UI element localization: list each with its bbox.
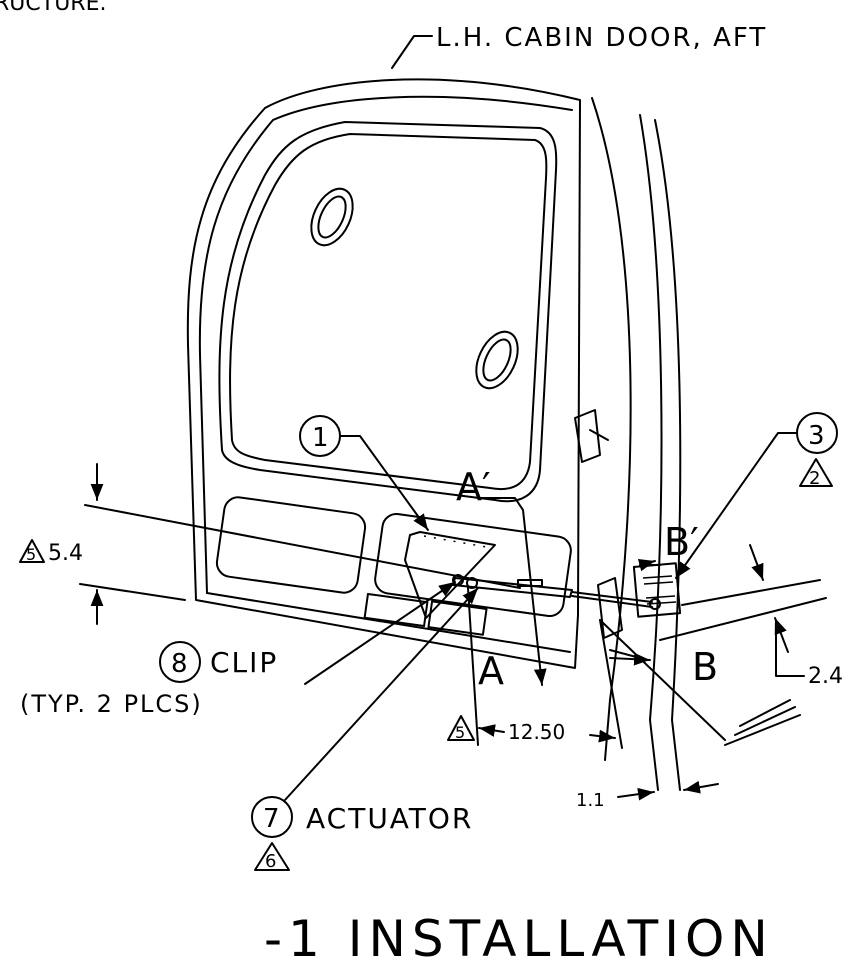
door-label: L.H. CABIN DOOR, AFT — [436, 23, 767, 53]
callout-7-leader — [284, 587, 479, 801]
dim-54-flag-num: 5 — [26, 545, 36, 564]
dim-54-flag — [19, 539, 45, 563]
hatch-2 — [734, 706, 796, 736]
lower-bracket-left — [363, 592, 429, 628]
section-line-b2-arrow — [609, 652, 651, 666]
dim-1250-ext-left — [467, 587, 479, 746]
lower-panel-right — [374, 512, 572, 618]
callout-3-num: 3 — [808, 421, 825, 451]
fuselage-curve-3 — [654, 119, 682, 791]
callout-8-circle — [159, 641, 201, 683]
callout-8-note: (TYP. 2 PLCS) — [20, 690, 203, 718]
actuator-rod — [571, 591, 653, 608]
callout-7-flag-num: 6 — [265, 851, 276, 872]
doubler-rivets — [423, 535, 493, 549]
dim-24-ext-top — [681, 579, 821, 606]
dim-11-arrow-r — [683, 780, 719, 794]
dim-24-arrow-bot — [774, 617, 789, 653]
dim-54-value: 5.4 — [48, 541, 83, 566]
hatch-3 — [739, 699, 791, 727]
hinge-upper — [574, 409, 609, 463]
fuselage-curve-2 — [639, 114, 663, 791]
window-outer — [218, 121, 558, 503]
rod-end — [649, 598, 661, 610]
section-line-a — [514, 497, 547, 686]
porthole-lower-outer — [475, 330, 519, 390]
dim-1250-flag — [447, 715, 475, 741]
view-a: A — [478, 649, 504, 693]
hinge-lower — [597, 577, 623, 639]
view-b: B — [692, 645, 718, 689]
view-a-prime: A′ — [456, 465, 491, 509]
dim-24-value: 2.4 — [808, 664, 843, 689]
section-line-b-arrow — [637, 558, 656, 572]
callout-8-label: CLIP — [210, 646, 278, 679]
callout-7-label: ACTUATOR — [306, 802, 473, 835]
callout-7-circle — [251, 796, 293, 838]
callout-8-num: 8 — [171, 649, 188, 679]
dim-24-arrow-top — [749, 544, 764, 581]
hatch-1 — [724, 714, 801, 746]
callout-3-leader — [675, 432, 798, 579]
dim-54-ext-bot — [79, 583, 186, 601]
callout-7-flag — [254, 842, 290, 871]
dim-24-leader — [775, 624, 805, 677]
callout-1-leader — [339, 435, 429, 531]
door-inner-frame — [198, 95, 573, 594]
porthole-lower-inner — [482, 338, 512, 382]
fuselage-curve-1 — [591, 97, 632, 761]
callout-3-flag-num: 2 — [809, 468, 820, 489]
callout-8-leader — [304, 581, 456, 685]
dim-1250-value: 12.50 — [508, 720, 565, 744]
dim-54-ext-top — [84, 504, 521, 589]
porthole-upper-inner — [317, 195, 347, 239]
dim-1250-arrow-l — [478, 724, 505, 737]
dim-11-arrow-l — [617, 787, 655, 801]
dim-24-ext-bot — [659, 597, 827, 641]
door-label-leader — [391, 35, 433, 69]
doubler-plate — [404, 531, 496, 619]
porthole-upper-outer — [310, 187, 354, 247]
bracket-item3-rows — [642, 575, 677, 605]
callout-7-num: 7 — [263, 804, 280, 834]
callout-3-flag — [799, 458, 833, 487]
door-inner-bottom — [206, 592, 571, 653]
clip-left — [452, 574, 464, 586]
diagonal-cut — [599, 619, 726, 741]
dim-11-value: 1.1 — [576, 790, 605, 811]
window-inner — [229, 133, 548, 490]
view-b-prime: B′ — [664, 520, 699, 564]
dim-1250-ext-right — [599, 619, 623, 749]
lower-panel-left — [215, 496, 367, 594]
drawing-title: -1 INSTALLATION — [264, 910, 774, 968]
callout-1-num: 1 — [312, 423, 329, 453]
door-outline — [186, 78, 581, 669]
dim-1250-flag-num: 5 — [455, 723, 465, 742]
dim-1250-arrow-r — [589, 729, 616, 743]
note-fragment: RUCTURE. — [0, 0, 106, 16]
